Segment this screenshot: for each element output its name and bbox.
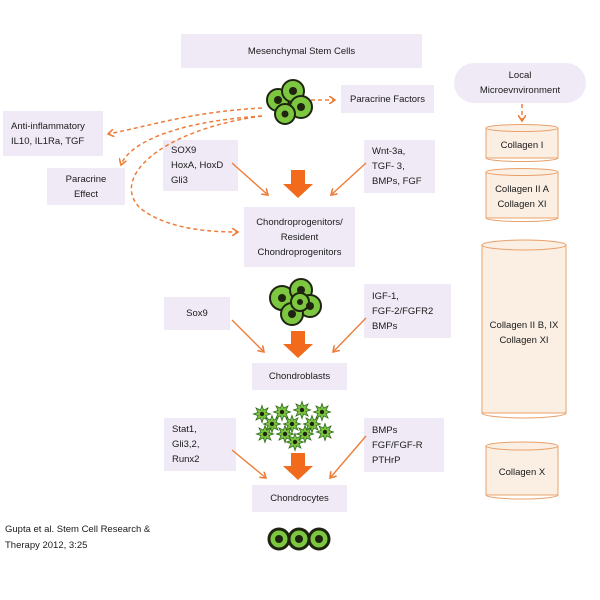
stem-cell-cluster-icon [266,79,313,125]
star-cell-nucleus [319,409,325,415]
local-microenvironment-pill [454,63,586,103]
collagen-xi-text-2: Collagen XI [499,335,549,346]
chondroblasts-box: Chondroblasts [252,363,347,390]
mid-left-factor-1: SOX9 [171,145,197,156]
mesenchymal-stem-cells-box: Mesenchymal Stem Cells [181,34,422,68]
star-cell-nucleus [282,431,288,437]
chondroblast-right-factor-1: IGF-1, [372,290,399,302]
chondroblast-right-factor-3: BMPs [372,320,398,332]
collagen-i-cylinder [485,124,559,162]
chondroblast-cluster-icon [269,278,322,326]
bmp-fgf-pthrp-box: BMPs FGF/FGF-R PTHrP [364,418,444,472]
collagen-i-text: Collagen I [500,139,544,151]
mid-left-factor-3: Gli3 [171,175,188,186]
arrow-right-factors-to-progenitors [331,162,367,195]
paracrine-arrow-to-paracrine-effect [121,115,263,165]
arrow-bmps-to-chondrocytes [330,435,367,478]
paracrine-factors-label: Paracrine Factors [350,93,425,105]
mid-right-factor-3: BMPs, FGF [372,176,422,187]
anti-inflammatory-line-1: Anti-inflammatory [11,120,85,132]
chondrocyte-right-factor-1: BMPs [372,424,398,436]
chondrocyte-left-factor-3: Runx2 [172,454,200,465]
sox9-hox-gli3-box: SOX9 HoxA, HoxD Gli3 [163,140,238,191]
star-cell-nucleus [262,431,268,437]
star-cell-nucleus [299,407,305,413]
chondroprogenitors-line-3: Chondroprogenitors [257,246,342,258]
paracrine-effect-line-1: Paracrine [65,173,107,185]
chondrocytes-label: Chondrocytes [270,493,329,504]
collagen-x-text: Collagen X [498,466,546,478]
chondrocyte-left-factor-2: Gli3,2, [172,439,200,450]
citation-line-1: Gupta et al. Stem Cell Research & [5,524,151,535]
chondroprogenitors-box: Chondroprogenitors/ Resident Chondroprog… [244,207,355,267]
collagen-ii-b-label: Collagen II B, IX Collagen XI [482,250,566,416]
star-cell-nucleus [302,431,308,437]
block-arrow-3 [283,453,313,480]
collagen-ii-b-ix-text: Collagen II B, IX [489,320,559,331]
mid-right-factor-1: Wnt-3a, [372,146,406,157]
local-microenvironment-line-2: Microevnvironment [479,85,561,96]
star-cell-nucleus [269,421,275,427]
paracrine-effect-line-2: Effect [73,188,99,200]
chondrocyte-left-factor-1: Stat1, [172,424,197,435]
collagen-x-label: Collagen X [486,448,558,496]
local-microenvironment-label: Local Microevnvironment [454,63,586,103]
wnt-tgf-bmp-box: Wnt-3a, TGF- 3, BMPs, FGF [364,140,435,193]
paracrine-effect-box: Paracrine Effect [47,168,125,205]
star-cell-nucleus [289,421,295,427]
paracrine-factors-box: Paracrine Factors [341,85,434,113]
star-cell-nucleus [259,411,265,417]
mid-right-factor-2: TGF- 3, [372,161,405,172]
chondrocytes-box: Chondrocytes [252,485,347,512]
star-cells-icon [252,400,335,452]
block-arrow-1 [283,170,313,198]
igf-fgf-bmp-box: IGF-1, FGF-2/FGFR2 BMPs [364,284,451,338]
arrow-left-factors-to-progenitors [231,162,268,195]
collagen-i-label: Collagen I [486,130,558,160]
stat1-gli-runx2-box: Stat1, Gli3,2, Runx2 [164,418,236,471]
star-cell-nucleus [279,409,285,415]
anti-inflammatory-line-2: IL10, IL1Ra, TGF [11,135,85,147]
collagen-ii-a-text: Collagen II A [495,184,549,195]
chondroblasts-label: Chondroblasts [268,371,331,382]
collagen-ii-a-label: Collagen II A Collagen XI [486,174,558,220]
star-cell-nucleus [292,439,298,445]
local-microenvironment-line-1: Local [508,70,532,81]
chondrocyte-row-icon [267,527,331,551]
star-cell-nucleus [309,421,315,427]
arrow-igf-to-chondroblasts [333,317,367,352]
chondrocyte-right-factor-3: PTHrP [372,454,401,466]
citation-line-2: Therapy 2012, 3:25 [5,540,88,551]
collagen-xi-text-1: Collagen XI [497,199,547,210]
sox9-label: Sox9 [186,308,208,319]
arrow-sox9-to-chondroblasts [231,319,264,352]
arrow-stat1-to-chondrocytes [231,449,266,478]
block-arrow-2 [283,331,313,358]
chondroprogenitors-line-2: Resident [280,231,319,243]
star-cell-nucleus [322,429,328,435]
anti-inflammatory-box: Anti-inflammatory IL10, IL1Ra, TGF [3,111,103,156]
collagen-x-cylinder [485,441,559,500]
collagen-ii-b-cylinder [481,239,567,419]
paracrine-arrow-to-anti-inflammatory [108,107,263,134]
chondroblast-right-factor-2: FGF-2/FGFR2 [372,305,434,317]
chondrocyte-right-factor-2: FGF/FGF-R [372,439,423,451]
collagen-ii-a-cylinder [485,168,559,222]
chondroprogenitors-line-1: Chondroprogenitors/ [256,216,343,228]
citation: Gupta et al. Stem Cell Research & Therap… [5,522,165,554]
mesenchymal-stem-cells-label: Mesenchymal Stem Cells [247,45,356,57]
mid-left-factor-2: HoxA, HoxD [171,160,224,171]
paracrine-arrow-to-chondroprogenitors [130,115,263,232]
sox9-box: Sox9 [164,297,230,330]
